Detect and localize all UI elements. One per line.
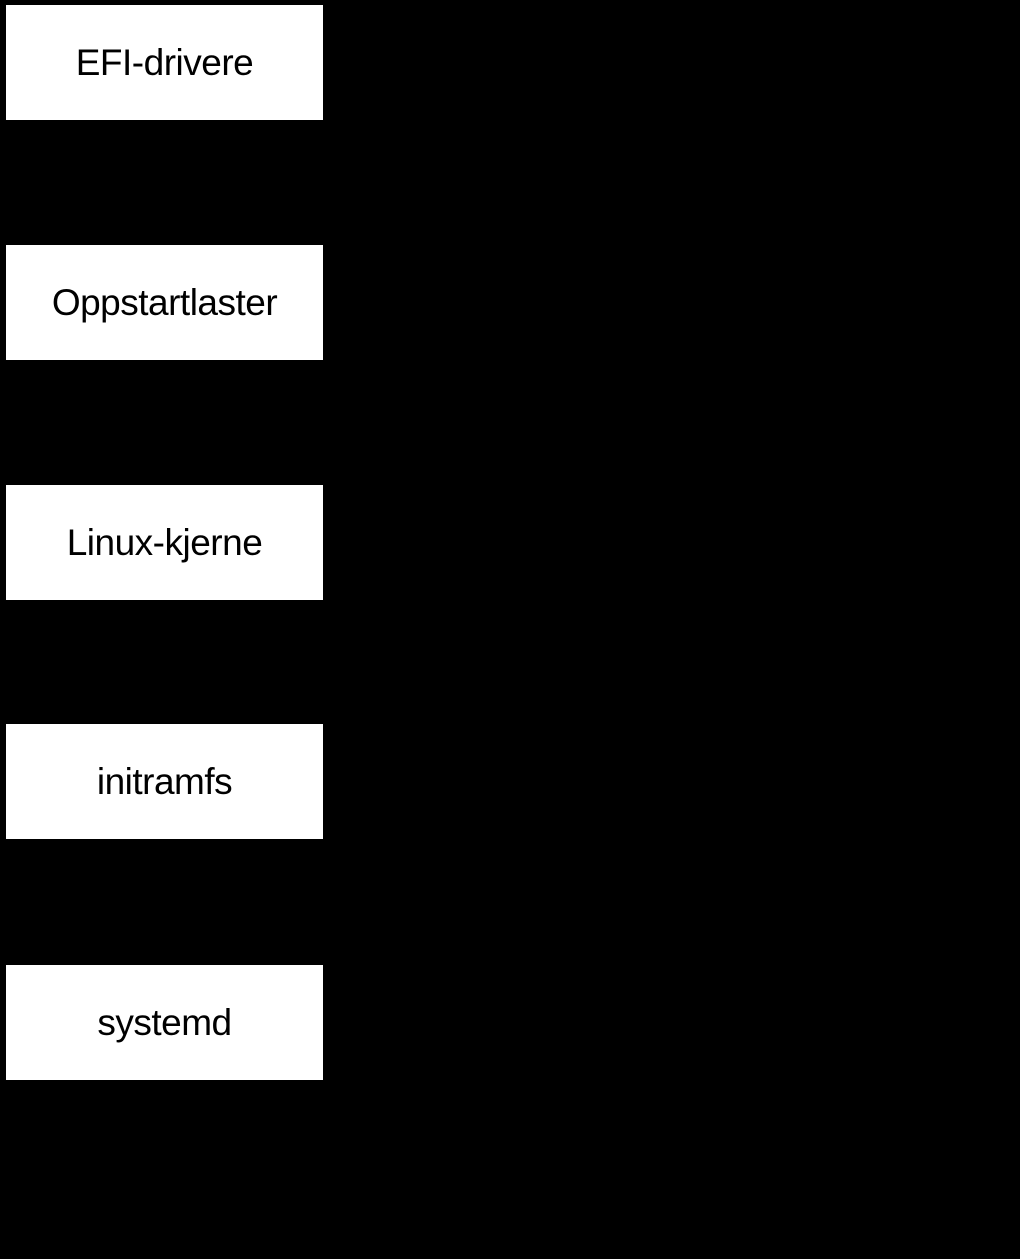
node-efi-drivers: EFI-drivere — [6, 5, 323, 120]
node-bootloader: Oppstartlaster — [6, 245, 323, 360]
node-linux-kernel: Linux-kjerne — [6, 485, 323, 600]
node-linux-kernel-label: Linux-kjerne — [66, 522, 263, 563]
node-efi-drivers-label: EFI-drivere — [75, 42, 254, 83]
node-initramfs: initramfs — [6, 724, 323, 839]
node-systemd: systemd — [6, 965, 323, 1080]
node-systemd-label: systemd — [97, 1002, 232, 1043]
node-initramfs-label: initramfs — [96, 761, 233, 802]
node-bootloader-label: Oppstartlaster — [51, 282, 278, 323]
